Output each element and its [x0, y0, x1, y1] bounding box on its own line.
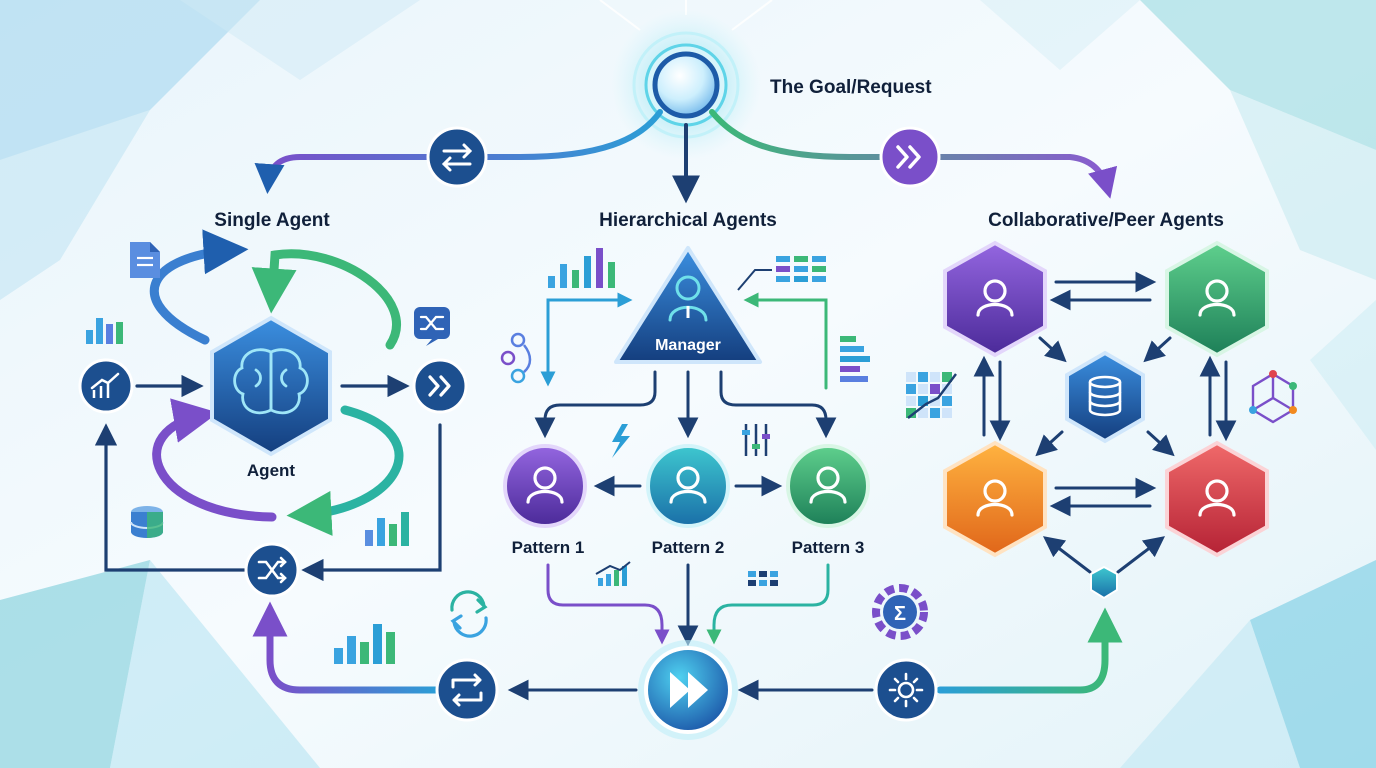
database-icon	[130, 506, 164, 538]
peer-exchange-arrows	[973, 271, 1237, 574]
agent-hexagon[interactable]: Agent	[210, 315, 332, 480]
fast-forward-play-icon	[670, 672, 708, 708]
collaborative-panel	[906, 240, 1297, 600]
agent-loop-arrows	[149, 229, 404, 536]
grid-trend-icon	[906, 372, 957, 419]
collaborative-agents-title: Collaborative/Peer Agents	[988, 210, 1224, 231]
sun-gear-icon	[888, 672, 924, 708]
sliders-icon	[742, 424, 770, 456]
analytics-node[interactable]	[78, 358, 134, 414]
refresh-icon	[450, 590, 488, 638]
data-grid-icon	[737, 256, 826, 291]
peer-agent-red[interactable]	[1165, 440, 1269, 558]
swap-node[interactable]	[426, 126, 488, 188]
double-chevron-icon	[428, 375, 451, 397]
pattern-3-node[interactable]	[786, 444, 870, 528]
svg-text:Σ: Σ	[894, 603, 906, 625]
fast-forward-icon	[896, 145, 921, 169]
output-play-node[interactable]	[638, 640, 738, 740]
lightning-icon	[612, 424, 630, 458]
pattern-2-node[interactable]	[646, 444, 730, 528]
repeat-node[interactable]	[435, 658, 499, 722]
sigma-gear-icon: Σ	[872, 584, 928, 640]
swap-arrows-icon	[441, 143, 473, 172]
network-cube-icon	[1249, 370, 1297, 424]
hierarchical-agents-title: Hierarchical Agents	[599, 210, 777, 231]
shuffle-icon	[257, 556, 287, 584]
bottom-bars-icon	[334, 624, 395, 664]
manager-person-icon	[668, 275, 708, 322]
single-agent-title: Single Agent	[214, 210, 330, 231]
pattern-1-node[interactable]	[503, 444, 587, 528]
shuffle-node[interactable]	[244, 542, 300, 598]
mini-chart-icon	[595, 561, 631, 586]
bar-chart-icon	[86, 318, 123, 344]
goal-label: The Goal/Request	[770, 77, 932, 98]
goal-orb-icon	[652, 51, 720, 119]
analytics-chart-icon	[90, 372, 120, 398]
repeat-icon	[451, 673, 483, 707]
hierarchical-panel: Manager	[500, 246, 870, 647]
peer-agent-orange[interactable]	[943, 440, 1047, 558]
agent-label: Agent	[247, 461, 296, 480]
forward-node[interactable]	[879, 126, 941, 188]
peer-agent-green[interactable]	[1165, 240, 1269, 358]
pattern-merge-arrows	[546, 563, 830, 647]
peer-agent-purple[interactable]	[943, 240, 1047, 358]
shuffle-badge-icon	[414, 307, 450, 346]
pattern-3-label: Pattern 3	[792, 538, 865, 557]
settings-sun-node[interactable]	[874, 658, 938, 722]
database-stack-icon	[1088, 375, 1122, 417]
workflow-nodes-icon	[500, 332, 532, 384]
bottom-flow: Σ	[252, 584, 1123, 740]
return-arrows	[252, 601, 1123, 701]
forward-output-node[interactable]	[412, 358, 468, 414]
pattern-1-label: Pattern 1	[512, 538, 585, 557]
manager-dispatch-arrows	[534, 370, 837, 497]
goal-connectors	[254, 109, 1118, 204]
horizontal-bars-icon	[840, 336, 870, 382]
agent-flow-lines	[94, 374, 442, 582]
document-icon	[130, 242, 160, 278]
shared-database-node[interactable]	[1065, 350, 1145, 444]
peer-hub-node	[1090, 565, 1118, 600]
growth-bars-icon	[365, 512, 409, 546]
hier-bar-chart-icon	[548, 248, 615, 288]
manager-node[interactable]: Manager	[614, 246, 762, 364]
single-agent-panel: Agent	[78, 229, 468, 598]
manager-label: Manager	[655, 337, 721, 354]
manager-feedback-arrows	[540, 292, 828, 390]
pattern-2-label: Pattern 2	[652, 538, 725, 557]
brain-icon	[233, 348, 309, 415]
mini-grid-icon	[748, 571, 778, 586]
